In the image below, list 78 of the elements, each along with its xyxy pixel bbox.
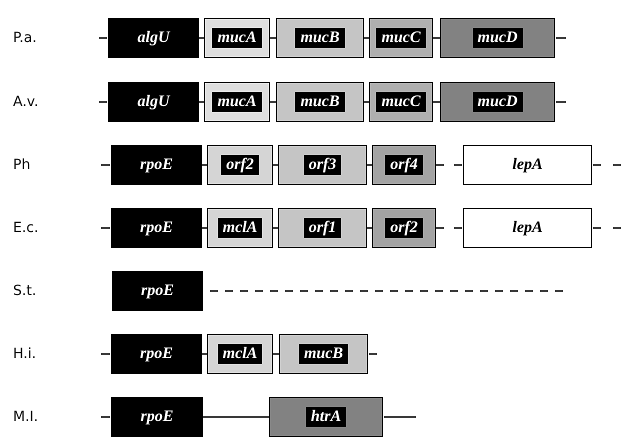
species-label: A.v. — [13, 94, 38, 110]
dna-line — [433, 101, 440, 103]
gene-box — [463, 208, 592, 248]
gene-box — [463, 145, 592, 185]
dna-line — [202, 227, 207, 229]
gene-name: algU — [138, 93, 170, 111]
gene-name: mclA — [218, 218, 262, 238]
gene-name: mucB — [295, 92, 345, 112]
dna-line — [202, 164, 207, 166]
gene-name: orf3 — [304, 155, 342, 175]
dna-line — [364, 37, 369, 39]
gene-name: orf1 — [304, 218, 342, 238]
gene-box — [269, 397, 383, 437]
dna-line — [436, 227, 463, 229]
gene-name: rpoE — [140, 156, 173, 174]
gene-box — [278, 145, 367, 185]
gene-box — [108, 82, 199, 122]
species-label: H.i. — [13, 346, 36, 362]
dna-line — [202, 353, 207, 355]
gene-box — [369, 82, 433, 122]
dna-line — [199, 101, 204, 103]
species-label: E.c. — [13, 220, 38, 236]
gene-name: orf2 — [221, 155, 259, 175]
dna-line — [273, 353, 279, 355]
dna-line — [367, 227, 372, 229]
gene-name: mucB — [295, 28, 345, 48]
gene-name: mucC — [376, 92, 426, 112]
gene-box — [276, 82, 364, 122]
gene-box — [440, 82, 555, 122]
gene-name: orf4 — [385, 155, 423, 175]
gene-name: lepA — [512, 219, 543, 237]
gene-box — [207, 334, 273, 374]
gene-box — [369, 18, 433, 58]
dna-line — [270, 101, 276, 103]
gene-name: mucD — [472, 92, 522, 112]
gene-box — [111, 145, 202, 185]
gene-name: orf2 — [385, 218, 423, 238]
gene-box — [276, 18, 364, 58]
dna-line — [203, 416, 269, 418]
gene-name: mucA — [212, 92, 262, 112]
gene-box — [111, 334, 202, 374]
dna-line — [199, 37, 204, 39]
dna-line — [273, 164, 278, 166]
gene-name: rpoE — [141, 282, 174, 300]
gene-name: mucA — [212, 28, 262, 48]
dna-line — [367, 164, 372, 166]
gene-name: rpoE — [140, 219, 173, 237]
gene-box — [204, 82, 270, 122]
dna-line — [270, 37, 276, 39]
gene-box — [108, 18, 199, 58]
dna-line — [433, 37, 440, 39]
dna-line — [364, 101, 369, 103]
gene-box — [278, 208, 367, 248]
dna-line — [436, 164, 463, 166]
gene-box — [207, 145, 273, 185]
gene-name: mucC — [376, 28, 426, 48]
gene-box — [440, 18, 555, 58]
species-label: Ph — [13, 157, 30, 173]
gene-box — [372, 208, 436, 248]
gene-name: algU — [138, 29, 170, 47]
gene-box — [279, 334, 368, 374]
gene-box — [112, 271, 203, 311]
gene-name: mucD — [472, 28, 522, 48]
gene-box — [111, 208, 202, 248]
species-label: S.t. — [13, 283, 36, 299]
gene-box — [207, 208, 273, 248]
species-label: M.I. — [13, 409, 38, 425]
gene-name: mucB — [298, 344, 348, 364]
gene-name: rpoE — [140, 408, 174, 426]
gene-name: rpoE — [140, 345, 173, 363]
species-label: P.a. — [13, 30, 37, 46]
gene-box — [204, 18, 270, 58]
gene-name: htrA — [306, 407, 346, 427]
gene-box — [111, 397, 203, 437]
gene-box — [372, 145, 436, 185]
dna-line — [273, 227, 278, 229]
gene-name: mclA — [218, 344, 262, 364]
gene-name: lepA — [512, 156, 543, 174]
